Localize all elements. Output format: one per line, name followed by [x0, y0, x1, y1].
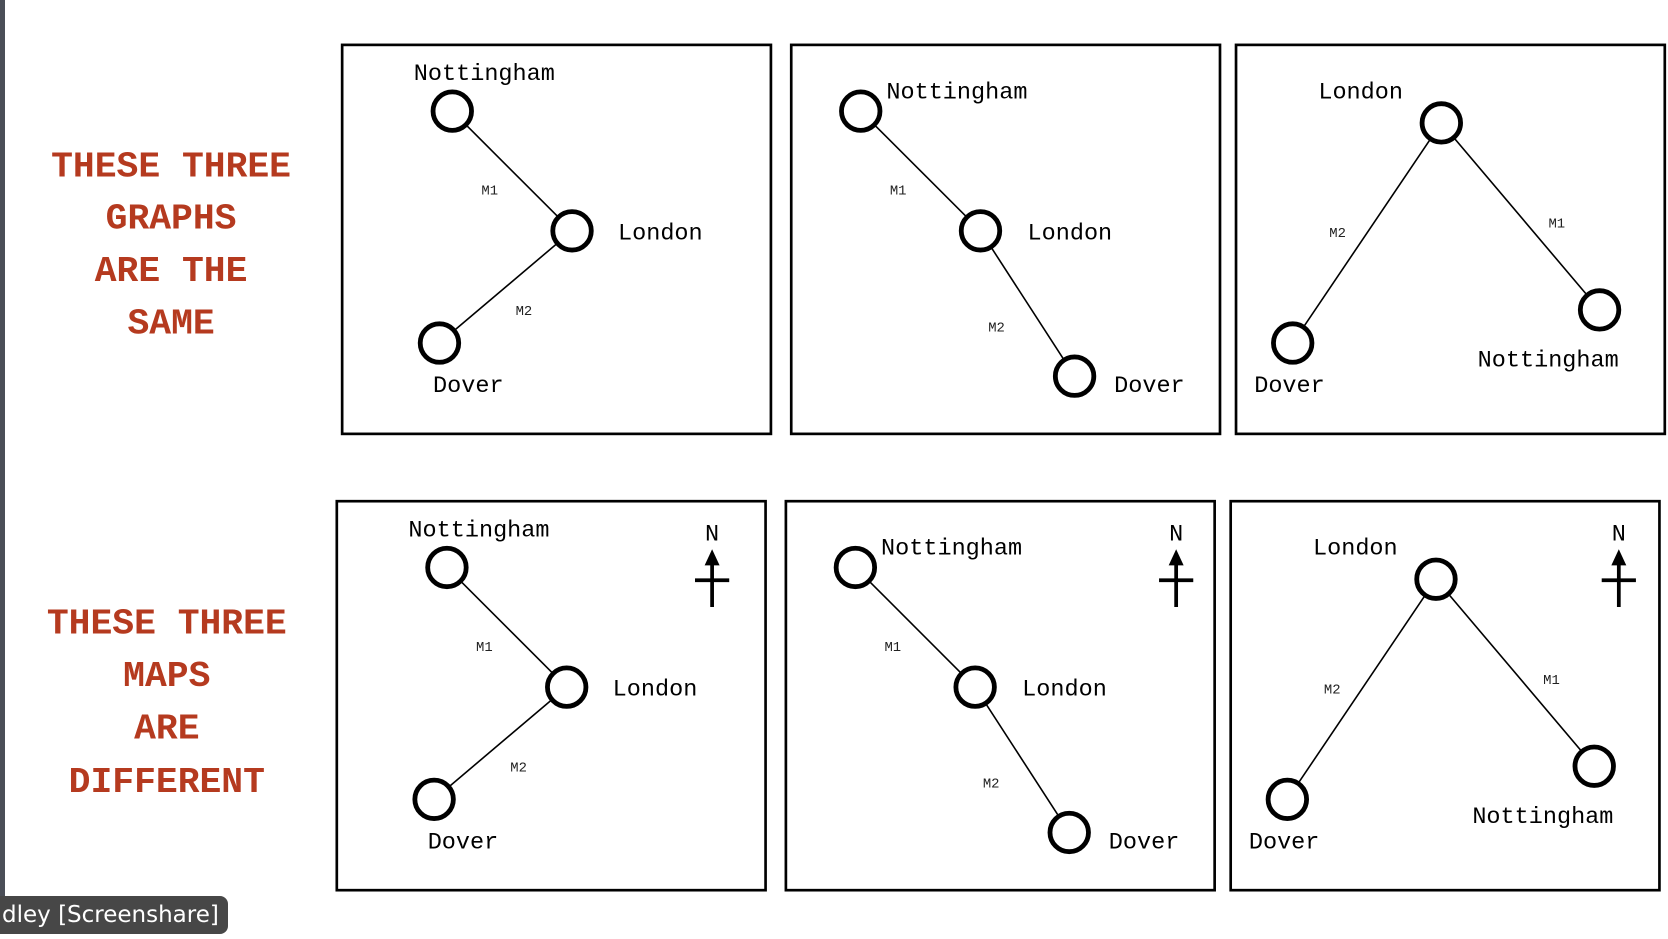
node-nottingham [839, 89, 883, 133]
node-london [1419, 101, 1463, 145]
road-label-m2: M2 [516, 304, 533, 320]
node-london [958, 209, 1003, 253]
city-label-dover: Dover [1114, 373, 1185, 400]
node-dover [1047, 810, 1091, 855]
city-label-london: London [1022, 677, 1107, 704]
city-label-nottingham: Nottingham [408, 517, 549, 544]
edge-m2 [1292, 122, 1442, 344]
road-label-m1: M1 [481, 183, 498, 199]
node-nottingham [1577, 288, 1622, 332]
road-label-m2: M2 [988, 320, 1005, 336]
node-dover [417, 321, 462, 365]
road-label-m2: M2 [1329, 226, 1346, 242]
node-nottingham [1572, 744, 1616, 788]
city-label-london: London [1313, 536, 1398, 563]
north-arrow-icon: N [695, 522, 730, 607]
node-dover [412, 777, 456, 821]
node-london [953, 665, 997, 709]
city-label-dover: Dover [1109, 830, 1180, 857]
screenshare-name-tag: dley [Screenshare] [0, 896, 228, 934]
city-label-nottingham: Nottingham [886, 79, 1027, 106]
node-london [1414, 557, 1458, 601]
heading-line: THESE THREE [47, 604, 287, 645]
city-label-dover: Dover [1249, 830, 1320, 857]
edge-m1 [1440, 122, 1601, 311]
heading-line: ARE THE [95, 251, 248, 292]
edge-m2 [433, 686, 568, 800]
edge-m2 [1286, 578, 1437, 800]
heading-line: ARE [134, 708, 199, 749]
city-label-nottingham: Nottingham [1478, 348, 1619, 375]
heading-line: THESE THREE [51, 146, 291, 187]
north-arrow-icon: N [1159, 522, 1194, 607]
heading-line: DIFFERENT [69, 762, 265, 803]
city-label-london: London [618, 220, 703, 247]
road-label-m2: M2 [1324, 683, 1341, 699]
city-label-london: London [1318, 79, 1403, 106]
road-label-m1: M1 [884, 640, 901, 656]
node-dover [1265, 777, 1310, 821]
city-label-london: London [1028, 220, 1113, 247]
heading-line: SAME [127, 303, 214, 344]
node-nottingham [833, 545, 878, 590]
node-london [550, 209, 594, 253]
compass-label: N [705, 522, 719, 549]
road-label-m2: M2 [983, 777, 1000, 793]
compass-label: N [1169, 522, 1183, 549]
node-dover [1052, 354, 1097, 398]
heading-line: MAPS [123, 656, 210, 697]
road-label-m1: M1 [1543, 673, 1560, 689]
window-edge [0, 0, 5, 934]
edge-m2 [438, 230, 573, 344]
city-label-nottingham: Nottingham [1472, 804, 1613, 831]
city-label-nottingham: Nottingham [414, 61, 555, 88]
heading-graphs-same: THESE THREE GRAPHS ARE THE SAME [51, 146, 291, 344]
node-dover [1271, 321, 1315, 365]
north-arrow-icon: N [1601, 522, 1636, 607]
heading-line: GRAPHS [106, 199, 237, 240]
node-london [545, 665, 589, 709]
road-label-m2: M2 [510, 761, 527, 777]
edge-m1 [451, 110, 573, 232]
city-label-dover: Dover [1254, 373, 1325, 400]
road-label-m1: M1 [476, 640, 493, 656]
heading-maps-different: THESE THREE MAPS ARE DIFFERENT [47, 604, 287, 803]
node-nottingham [425, 545, 469, 590]
compass-label: N [1612, 522, 1626, 549]
city-label-london: London [613, 677, 698, 704]
edge-m1 [1435, 578, 1595, 767]
edge-m1 [854, 566, 976, 688]
edge-m1 [860, 110, 982, 232]
city-label-dover: Dover [428, 830, 499, 857]
edge-m1 [446, 566, 568, 688]
road-label-m1: M1 [890, 183, 907, 199]
city-label-dover: Dover [433, 373, 504, 400]
node-nottingham [430, 89, 474, 133]
edge-m2 [979, 230, 1076, 377]
edge-m2 [974, 686, 1070, 833]
road-label-m1: M1 [1548, 217, 1565, 233]
city-label-nottingham: Nottingham [881, 536, 1022, 563]
